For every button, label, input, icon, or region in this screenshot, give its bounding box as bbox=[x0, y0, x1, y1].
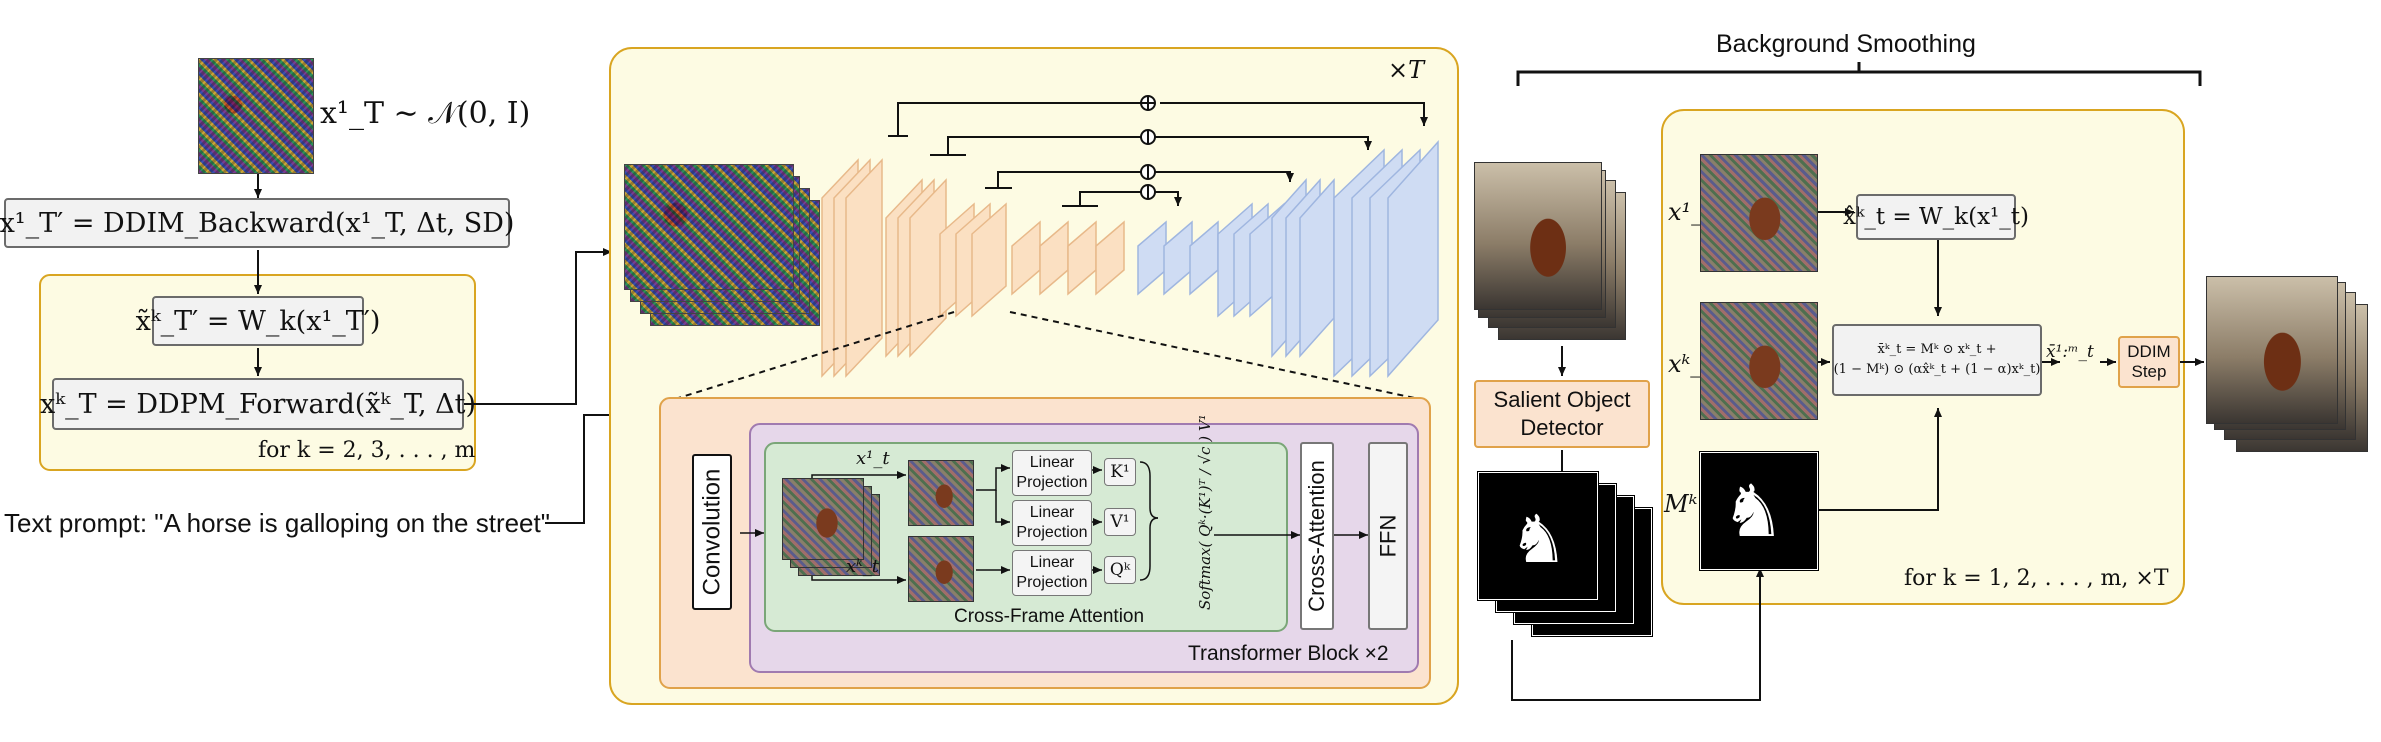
cross-attention-label: Cross-Attention bbox=[1304, 460, 1329, 612]
cross-frame-attention-label: Cross-Frame Attention bbox=[954, 606, 1145, 627]
key-box: K¹ bbox=[1104, 458, 1136, 486]
blend-box: x̄ᵏ_t = Mᵏ ⊙ xᵏ_t + (1 − Mᵏ) ⊙ (αx̂ᵏ_t +… bbox=[1832, 324, 2042, 396]
softmax-formula-text: Softmax( Qᵏ·(K¹)ᵀ / √c ) V¹ bbox=[1196, 414, 1214, 610]
text-prompt: Text prompt: "A horse is galloping on th… bbox=[4, 508, 550, 538]
cross-attention-box: Cross-Attention bbox=[1300, 442, 1334, 630]
smooth-bar-label: x̄¹:ᵐ_t bbox=[2046, 342, 2094, 362]
warp-box: x̃ᵏ_T′ = W_k(x¹_T′) bbox=[136, 296, 380, 346]
horse-silhouette-icon: ♞ bbox=[1509, 501, 1569, 578]
video-stack-front bbox=[1474, 162, 1602, 310]
output-stack-front bbox=[2206, 276, 2338, 424]
mask-horse-icon: ♞ bbox=[1721, 469, 1786, 553]
noise-formula: x¹_T ∼ 𝒩(0, I) bbox=[320, 96, 531, 131]
ddim-step-box: DDIM Step bbox=[2118, 336, 2180, 388]
cfa-xk-label: xᵏ_t bbox=[846, 556, 879, 577]
convolution-label: Convolution bbox=[698, 468, 725, 596]
convolution-box: Convolution bbox=[692, 454, 732, 610]
smooth-warp-box: x̂ᵏ_t = W_k(x¹_t) bbox=[1843, 194, 2029, 240]
cfa-frame-1 bbox=[908, 460, 974, 526]
cfa-x1-label: x¹_t bbox=[856, 448, 890, 469]
softmax-formula: Softmax( Qᵏ·(K¹)ᵀ / √c ) V¹ bbox=[1196, 414, 1226, 610]
transformer-block-label: Transformer Block ×2 bbox=[1188, 642, 1389, 665]
ffn-box: FFN bbox=[1368, 442, 1408, 630]
salient-detector-box: Salient Object Detector bbox=[1474, 380, 1650, 448]
smooth-mask-k: ♞ bbox=[1700, 452, 1818, 570]
blend-line-2: (1 − Mᵏ) ⊙ (αx̂ᵏ_t + (1 − α)xᵏ_t) bbox=[1833, 362, 2041, 377]
loop-label-right: for k = 1, 2, . . . , m, ×T bbox=[1904, 566, 2169, 591]
smooth-mk-label: Mᵏ bbox=[1664, 490, 1698, 518]
mask-stack-front: ♞ bbox=[1478, 472, 1598, 600]
linear-projection-k: Linear Projection bbox=[1012, 450, 1092, 496]
unet-repeat-label: ×T bbox=[1388, 56, 1425, 84]
ddim-backward-box: x¹_T′ = DDIM_Backward(x¹_T, Δt, SD) bbox=[0, 198, 514, 248]
cfa-frame-k bbox=[908, 536, 974, 602]
ddim-step-label: DDIM Step bbox=[2127, 342, 2171, 381]
linear-projection-q: Linear Projection bbox=[1012, 550, 1092, 596]
noise-image bbox=[198, 58, 314, 174]
query-box: Qᵏ bbox=[1104, 556, 1136, 584]
ddpm-forward-box: xᵏ_T = DDPM_Forward(x̃ᵏ_T, Δt) bbox=[40, 378, 476, 430]
salient-detector-label: Salient Object Detector bbox=[1493, 387, 1631, 440]
smooth-frame-1 bbox=[1700, 154, 1818, 272]
background-smoothing-title: Background Smoothing bbox=[1716, 30, 1976, 58]
ffn-label: FFN bbox=[1375, 514, 1401, 558]
loop-label-left: for k = 2, 3, . . . , m bbox=[258, 438, 476, 463]
value-box: V¹ bbox=[1104, 508, 1136, 536]
smooth-frame-k bbox=[1700, 302, 1818, 420]
latent-stack-front bbox=[624, 164, 794, 290]
frames-stack-front bbox=[782, 478, 864, 560]
linear-projection-v: Linear Projection bbox=[1012, 500, 1092, 546]
blend-line-1: x̄ᵏ_t = Mᵏ ⊙ xᵏ_t + bbox=[1877, 342, 1997, 357]
